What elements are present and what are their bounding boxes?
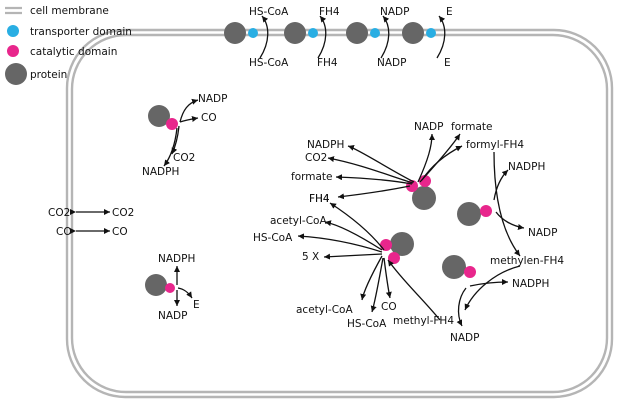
protein: [442, 255, 466, 279]
transporter-nadp: NADP NADP: [346, 6, 409, 69]
legend-protein-label: protein: [30, 69, 67, 81]
transporter-label-out: E: [444, 57, 451, 69]
label-five-x: 5 X: [302, 251, 319, 263]
label-nadp: NADP: [414, 121, 443, 133]
label-e: E: [193, 299, 200, 311]
transporter-label-in: HS-CoA: [249, 6, 289, 18]
label-acetyl-coa-left: acetyl-CoA: [270, 215, 327, 227]
legend-catalytic-swatch: [7, 45, 19, 57]
protein: [148, 105, 170, 127]
diffusion-co-left: CO: [56, 226, 72, 238]
transporter-label-out: FH4: [317, 57, 338, 69]
diffusion-co-right: CO: [112, 226, 128, 238]
transporter-label-out: NADP: [377, 57, 406, 69]
label-nadp: NADP: [528, 227, 557, 239]
catalytic-domain: [480, 205, 492, 217]
label-hs-coa-bottom: HS-CoA: [347, 318, 387, 330]
label-co2: CO2: [305, 152, 327, 164]
cell-membrane-inner: [70, 33, 609, 394]
diffusion-co: CO CO: [56, 226, 128, 238]
legend-catalytic-label: catalytic domain: [30, 46, 117, 58]
legend: cell membrane transporter domain catalyt…: [5, 5, 132, 85]
enzyme-co-dehydrogenase: NADP CO CO2 NADPH: [142, 93, 227, 178]
label-acetyl-coa-bottom: acetyl-CoA: [296, 304, 353, 316]
enzyme-formate-complex: NADP formate NADPH CO2 formate formyl-FH…: [291, 121, 524, 210]
label-nadp: NADP: [158, 310, 187, 322]
label-nadph: NADPH: [512, 278, 549, 290]
legend-transporter-label: transporter domain: [30, 26, 132, 38]
label-fh4: FH4: [309, 193, 330, 205]
transporter-label-in: FH4: [319, 6, 340, 18]
transporter-hs-coa: HS-CoA HS-CoA: [224, 6, 289, 69]
transporter-domain: [308, 28, 318, 38]
transporter-domain: [370, 28, 380, 38]
protein: [390, 232, 414, 256]
catalytic-domain: [166, 118, 178, 130]
catalytic-domain: [165, 283, 175, 293]
protein: [224, 22, 246, 44]
transporter-e: E E: [402, 6, 453, 69]
label-formate-top: formate: [451, 121, 493, 133]
diffusion-co2-left: CO2: [48, 207, 70, 219]
enzyme-methylene-reductase: methylen-FH4 NADPH NADP: [442, 255, 564, 344]
label-co: CO: [201, 112, 217, 124]
protein: [284, 22, 306, 44]
label-methylen-fh4: methylen-FH4: [490, 255, 564, 267]
label-methyl-fh4: methyl-FH4: [393, 315, 454, 327]
transporter-domain: [248, 28, 258, 38]
label-formyl-fh4: formyl-FH4: [466, 139, 524, 151]
protein: [402, 22, 424, 44]
diffusion-co2-right: CO2: [112, 207, 134, 219]
protein: [412, 186, 436, 210]
label-hs-coa-left: HS-CoA: [253, 232, 293, 244]
transporter-label-in: NADP: [380, 6, 409, 18]
label-nadph: NADPH: [158, 253, 195, 265]
diffusion-co2: CO2 CO2: [48, 207, 134, 219]
legend-transporter-swatch: [7, 25, 19, 37]
label-nadph: NADPH: [142, 166, 179, 178]
label-nadph: NADPH: [508, 161, 545, 173]
transporter-fh4: FH4 FH4: [284, 6, 340, 69]
protein: [145, 274, 167, 296]
enzyme-acetyl-coa-synthase: FH4 acetyl-CoA HS-CoA 5 X acetyl-CoA HS-…: [253, 193, 454, 330]
transporter-label-in: E: [446, 6, 453, 18]
transporter-domain: [426, 28, 436, 38]
catalytic-domain: [419, 175, 431, 187]
label-co2: CO2: [173, 152, 195, 164]
label-co: CO: [381, 301, 397, 313]
transporter-label-out: HS-CoA: [249, 57, 289, 69]
catalytic-domain: [464, 266, 476, 278]
enzyme-e-reductase: NADPH NADP E: [145, 253, 200, 322]
legend-membrane-label: cell membrane: [30, 5, 109, 17]
legend-protein-swatch: [5, 63, 27, 85]
label-nadph: NADPH: [307, 139, 344, 151]
label-formate: formate: [291, 171, 333, 183]
enzyme-cyclohydrolase: NADPH NADP: [457, 151, 557, 257]
label-nadp: NADP: [198, 93, 227, 105]
label-fh4: FH4: [309, 193, 330, 205]
protein: [457, 202, 481, 226]
protein: [346, 22, 368, 44]
label-nadp: NADP: [450, 332, 479, 344]
cell-membrane-outer: [65, 28, 614, 399]
